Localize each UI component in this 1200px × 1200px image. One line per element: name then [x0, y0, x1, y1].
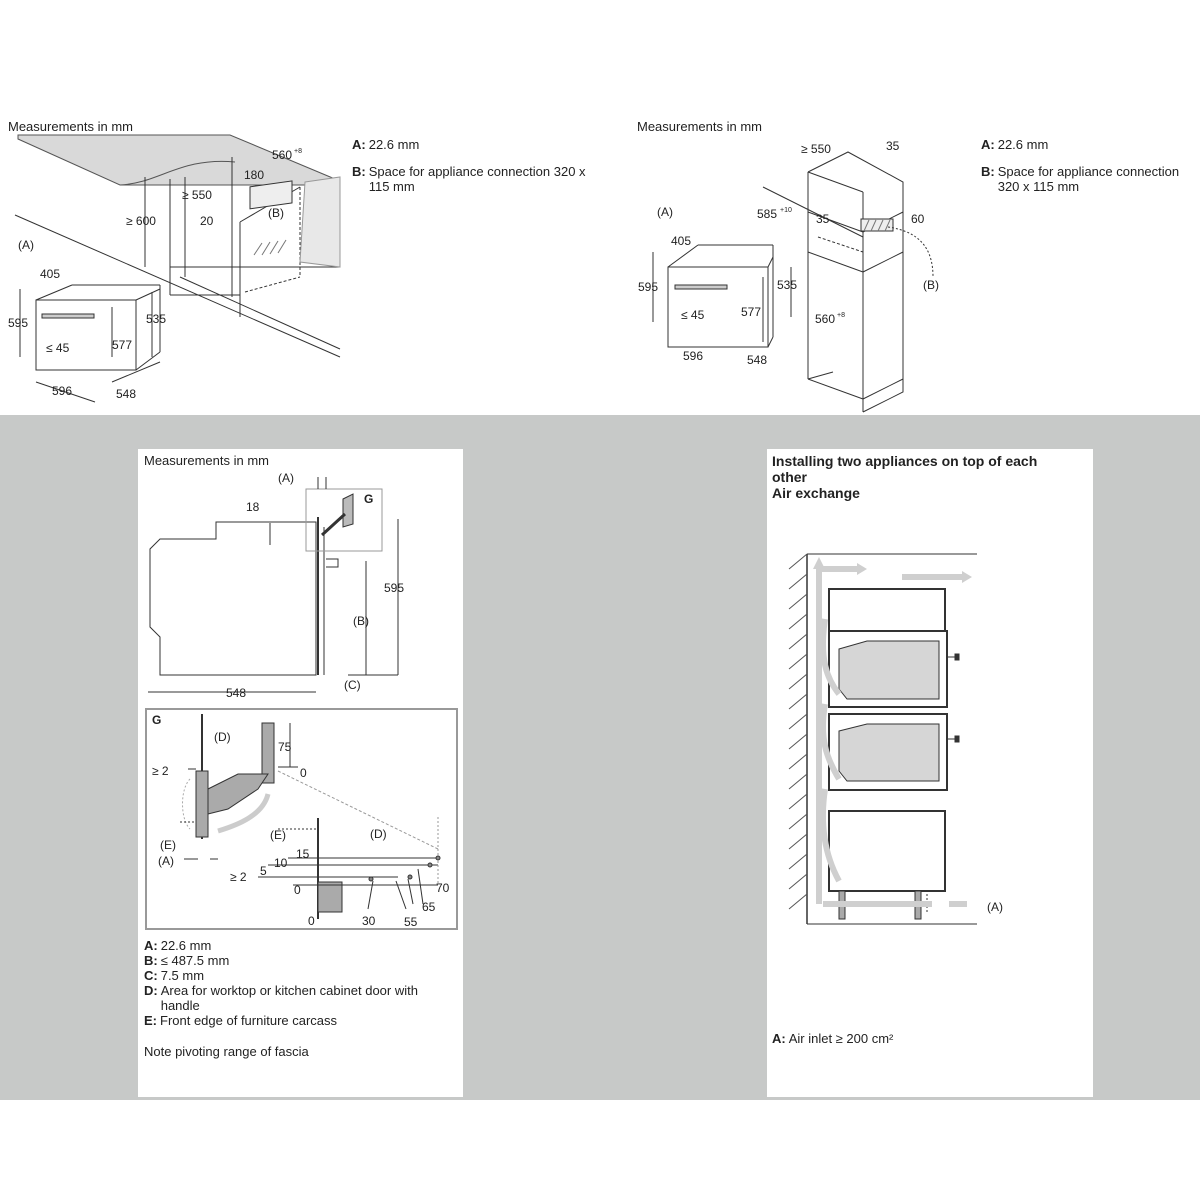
- legend: A:Air inlet ≥ 200 cm²: [772, 1031, 894, 1046]
- dim-585: 585: [757, 207, 777, 221]
- dim-577: 577: [112, 338, 132, 352]
- dim-548: 548: [226, 686, 246, 700]
- dim-45: ≤ 45: [681, 308, 705, 322]
- dim-596: 596: [683, 349, 703, 363]
- dim-596: 596: [52, 384, 72, 398]
- dim-560: 560: [815, 312, 835, 326]
- dim-ge2-bottom: ≥ 2: [230, 870, 247, 884]
- dim-ge2-top: ≥ 2: [152, 764, 169, 778]
- label-E-right: (E): [270, 828, 286, 842]
- dim-548: 548: [747, 353, 767, 367]
- panel-title: Installing two appliances on top of each…: [772, 453, 1038, 501]
- label-A: (A): [987, 900, 1003, 914]
- oven-front: [35, 299, 137, 371]
- dim-560-tolerance: +8: [294, 148, 302, 155]
- legend: A:22.6 mm B:Space for appliance connecti…: [352, 137, 586, 194]
- legend: A:22.6 mm B:Space for appliance connecti…: [981, 137, 1180, 194]
- dim-60: 60: [911, 212, 925, 226]
- dim-550: ≥ 550: [182, 188, 212, 202]
- worktop-edge: [261, 722, 275, 784]
- label-A-detail: (A): [158, 854, 174, 868]
- detail-label-G: G: [152, 713, 161, 727]
- diagram-side-view: (A) G 18 595 (B) (C) 548 G (D) 75 0 ≥ 2 …: [145, 471, 458, 930]
- dim-20: 20: [200, 214, 214, 228]
- tall-cabinet: [807, 151, 904, 413]
- diagram-air-exchange: (A): [788, 553, 1003, 925]
- panel-air-exchange: Installing two appliances on top of each…: [767, 449, 1093, 1097]
- dim-595: 595: [638, 280, 658, 294]
- dim-0-top: 0: [300, 766, 307, 780]
- top-cabinet: [828, 588, 946, 632]
- dim-75: 75: [278, 740, 292, 754]
- panel-title: Measurements in mm: [144, 453, 269, 468]
- dim-600: ≥ 600: [126, 214, 156, 228]
- label-D: (D): [214, 730, 231, 744]
- dim-5: 5: [260, 864, 267, 878]
- detail-G-enlarged: [145, 708, 458, 930]
- diagram-tall-unit: ≥ 550 35 585 +10 35 60 (A) 405 595 535 5…: [638, 139, 939, 413]
- panel-builtin-tall-unit: Measurements in mm: [633, 117, 1200, 413]
- dim-0-bottom: 0: [308, 914, 315, 928]
- label-A: (A): [18, 238, 34, 252]
- panel-title: Measurements in mm: [637, 119, 762, 134]
- dim-70: 70: [436, 881, 450, 895]
- dim-180: 180: [244, 168, 264, 182]
- dim-55: 55: [404, 915, 418, 929]
- dim-585-tolerance: +10: [780, 207, 792, 214]
- note-text: Note pivoting range of fascia: [144, 1044, 309, 1059]
- diagram-under-counter: 560 +8 180 ≥ 550 ≥ 600 20 (B) (A) 405 59…: [8, 134, 341, 403]
- oven-handle: [674, 284, 728, 290]
- connection-area-B: [860, 218, 894, 232]
- dim-15: 15: [296, 847, 310, 861]
- dim-535: 535: [777, 278, 797, 292]
- dim-535: 535: [146, 312, 166, 326]
- dim-405: 405: [671, 234, 691, 248]
- legend: A:22.6 mm B:≤ 487.5 mm C:7.5 mm D:Area f…: [144, 938, 418, 1059]
- label-B: (B): [268, 206, 284, 220]
- label-B: (B): [353, 614, 369, 628]
- dim-577: 577: [741, 305, 761, 319]
- oven-side-profile: [149, 521, 317, 676]
- label-E: (E): [160, 838, 176, 852]
- oven-front: [667, 266, 769, 348]
- dim-30: 30: [362, 914, 376, 928]
- dim-45: ≤ 45: [46, 341, 70, 355]
- dim-35: 35: [816, 212, 830, 226]
- label-C: (C): [344, 678, 361, 692]
- label-D-right: (D): [370, 827, 387, 841]
- dim-0-mid: 0: [294, 883, 301, 897]
- label-A: (A): [278, 471, 294, 485]
- dim-10: 10: [274, 856, 288, 870]
- oven-handle: [41, 313, 95, 319]
- detail-box-G: [305, 488, 383, 552]
- panel-builtin-under-counter: Measurements in mm: [0, 117, 598, 413]
- label-A: (A): [657, 205, 673, 219]
- dim-18: 18: [246, 500, 260, 514]
- dim-548: 548: [116, 387, 136, 401]
- dim-595: 595: [8, 316, 28, 330]
- dim-405: 405: [40, 267, 60, 281]
- dim-560-tolerance: +8: [837, 312, 845, 319]
- fascia: [195, 770, 209, 838]
- dim-35-top: 35: [886, 139, 900, 153]
- dim-595: 595: [384, 581, 404, 595]
- dim-550: ≥ 550: [801, 142, 831, 156]
- bottom-cabinet: [828, 810, 946, 892]
- connection-area-B: [249, 180, 293, 210]
- dim-65: 65: [422, 900, 436, 914]
- airflow-arrows: [816, 566, 967, 907]
- label-G: G: [364, 492, 373, 506]
- panel-title: Measurements in mm: [8, 119, 133, 134]
- label-B: (B): [923, 278, 939, 292]
- hinge: [207, 773, 269, 815]
- dim-560: 560: [272, 148, 292, 162]
- panel-side-view-fascia: Measurements in mm: [138, 449, 463, 1097]
